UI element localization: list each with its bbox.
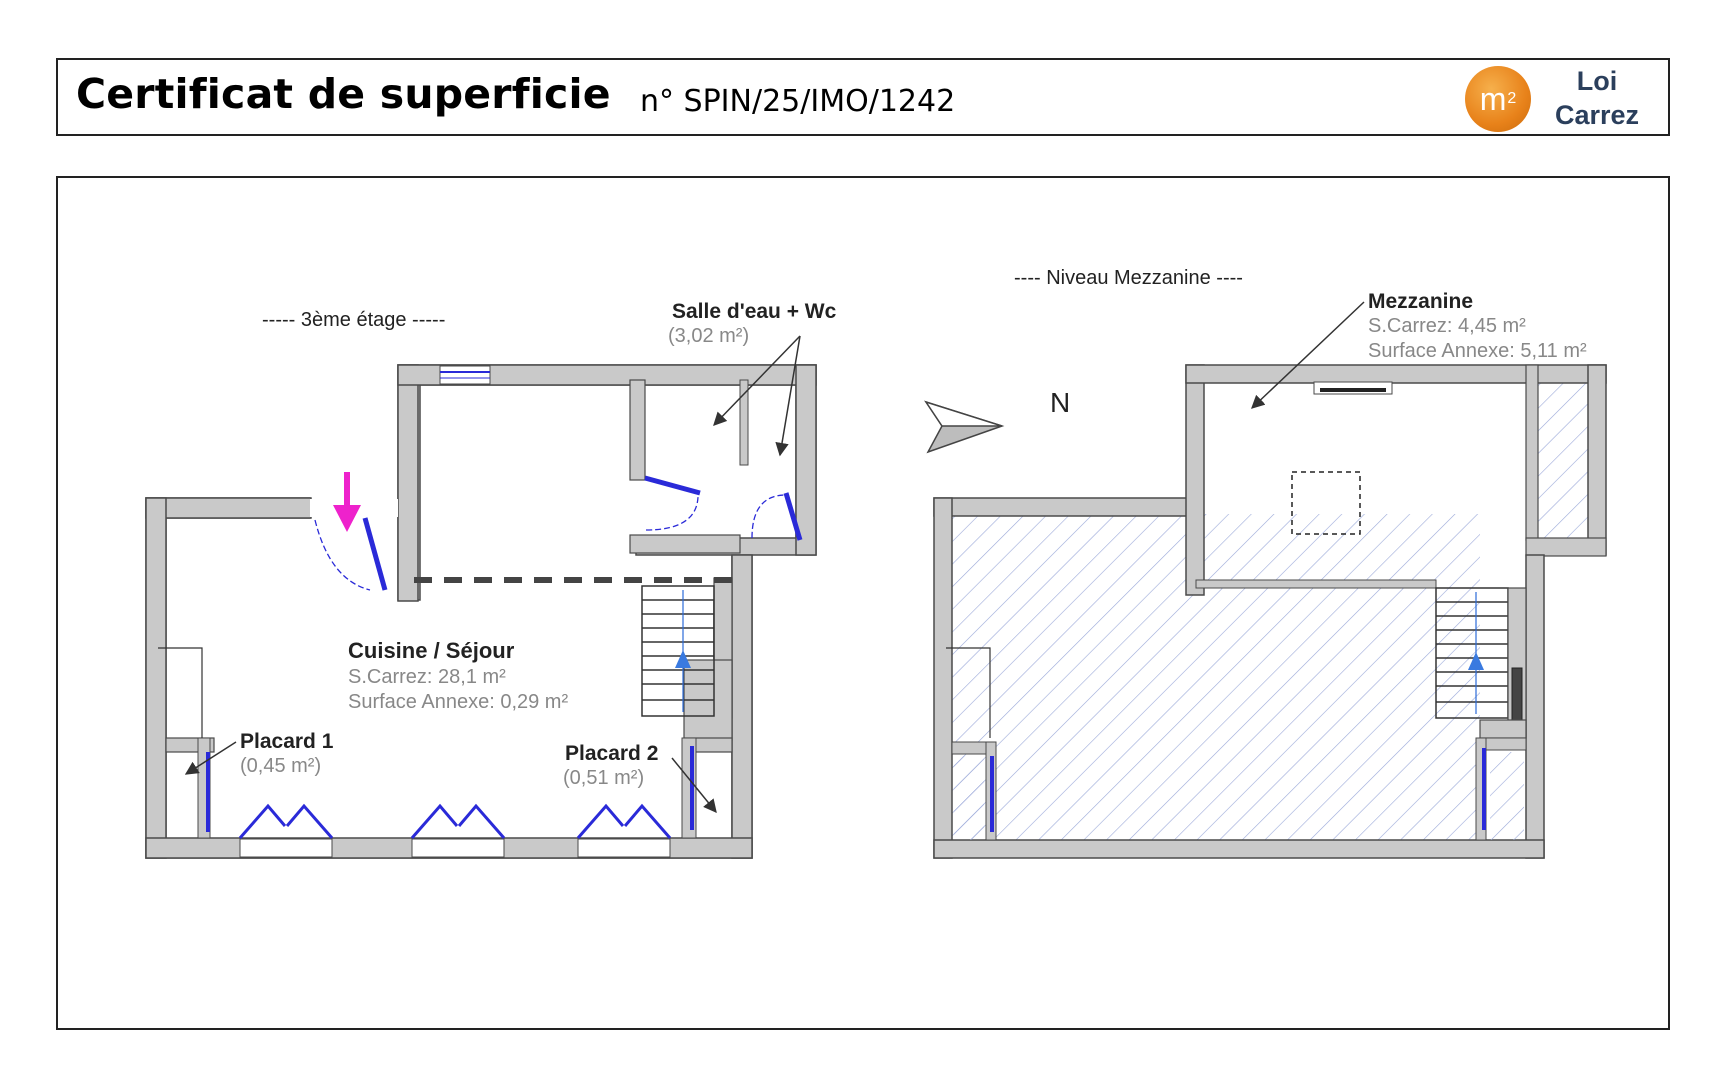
placard2-area: (0,51 m²) — [563, 767, 644, 789]
north-arrow-icon — [924, 400, 1005, 454]
cuisine-annexe: Surface Annexe: 0,29 m² — [348, 691, 568, 713]
stairs-third-floor — [641, 585, 715, 717]
mezzanine-carrez: S.Carrez: 4,45 m² — [1368, 315, 1526, 337]
third-floor-level-label: ----- 3ème étage ----- — [262, 309, 445, 331]
placard1-name: Placard 1 — [240, 730, 334, 753]
badge-base: m — [1479, 80, 1507, 117]
mezzanine-level-label: ---- Niveau Mezzanine ---- — [1014, 267, 1243, 289]
placard1-area: (0,45 m²) — [240, 755, 321, 777]
third-floor-plan — [145, 364, 817, 859]
floor-plan-frame — [56, 176, 1670, 1030]
placard2-name: Placard 2 — [565, 742, 658, 765]
certificate-number: n° SPIN/25/IMO/1242 — [640, 84, 956, 119]
law-label: Loi Carrez — [1542, 64, 1652, 132]
certificate-header: Certificat de superficie n° SPIN/25/IMO/… — [56, 58, 1670, 136]
salle-eau-name: Salle d'eau + Wc — [672, 300, 837, 323]
stairs-mezzanine — [1435, 587, 1509, 719]
badge-exponent: 2 — [1507, 90, 1517, 107]
north-label: N — [1050, 387, 1070, 418]
law-line-1: Loi — [1576, 66, 1618, 96]
salle-eau-area: (3,02 m²) — [668, 325, 749, 347]
law-line-2: Carrez — [1554, 100, 1640, 130]
mezzanine-annexe: Surface Annexe: 5,11 m² — [1368, 340, 1587, 362]
cuisine-carrez: S.Carrez: 28,1 m² — [348, 666, 506, 688]
page-title: Certificat de superficie — [76, 70, 611, 118]
mezzanine-name: Mezzanine — [1368, 290, 1473, 313]
cuisine-name: Cuisine / Séjour — [348, 638, 515, 663]
mezzanine-plan — [933, 364, 1607, 859]
